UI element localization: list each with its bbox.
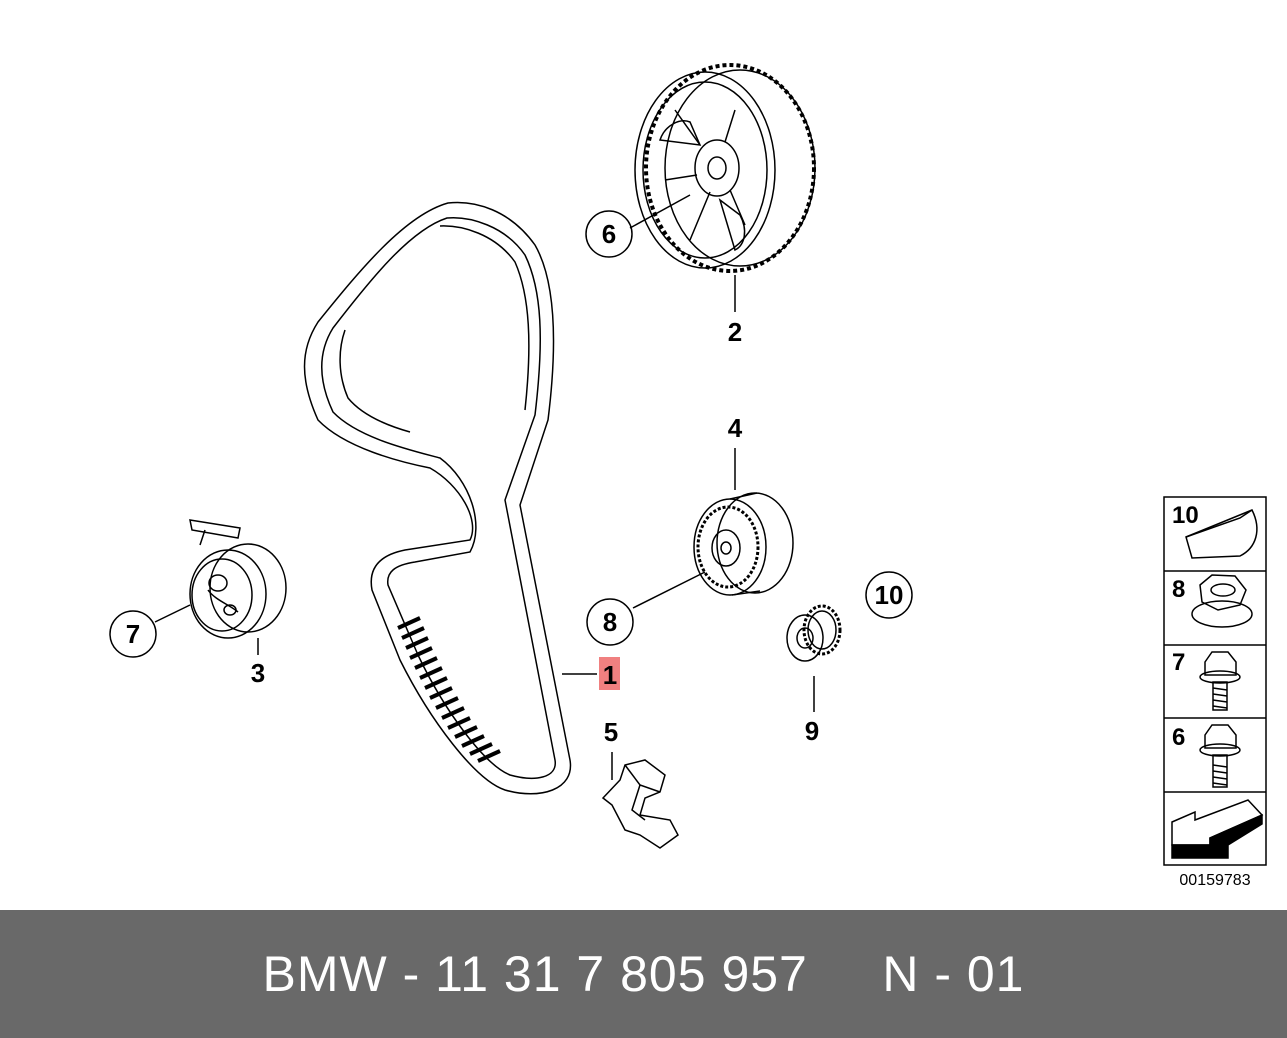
label-3: 3 (251, 658, 265, 688)
timing-belt (303, 201, 572, 795)
label-1: 1 (603, 660, 617, 690)
leader-8 (632, 571, 706, 609)
diagram-code: 00159783 (1179, 872, 1250, 889)
callout-10-circle (865, 571, 913, 619)
long-bolt-icon (1199, 724, 1241, 788)
legend-number-8: 8 (1172, 576, 1185, 603)
parts-diagram: 6 7 8 10 2 4 3 1 5 9 10 8 7 6 00159783 (109, 63, 1267, 889)
label-9: 9 (805, 716, 819, 746)
tensioner-pulley (189, 519, 287, 639)
callout-8-circle (586, 598, 634, 646)
key-wedge-icon (1185, 509, 1258, 559)
callout-6-circle (585, 210, 633, 258)
leader-6 (629, 194, 691, 229)
callout-8: 8 (603, 607, 617, 637)
part-number-text: BMW - 11 31 7 805 957 N - 01 (262, 946, 1025, 1002)
legend-number-6: 6 (1172, 724, 1185, 751)
idler-sleeve (786, 604, 842, 662)
direction-arrow-icon (1171, 799, 1264, 859)
callout-7: 7 (126, 619, 140, 649)
label-4: 4 (728, 413, 743, 443)
legend-number-10: 10 (1172, 502, 1199, 529)
callout-10: 10 (875, 580, 904, 610)
parts-legend (1163, 496, 1267, 866)
leader-7 (154, 604, 191, 623)
label-5: 5 (604, 717, 618, 747)
callout-6: 6 (602, 219, 616, 249)
callout-7-circle (109, 610, 157, 658)
idler-pulley (693, 492, 794, 596)
bolt-icon (1199, 651, 1241, 711)
footer-bar: BMW - 11 31 7 805 957 N - 01 (0, 910, 1287, 1038)
legend-number-7: 7 (1172, 649, 1185, 676)
camshaft-sprocket (634, 63, 816, 273)
belt-guide-bracket (601, 759, 679, 849)
label-2: 2 (728, 317, 742, 347)
hex-nut-icon (1191, 574, 1253, 628)
label-1-highlight (599, 657, 620, 690)
